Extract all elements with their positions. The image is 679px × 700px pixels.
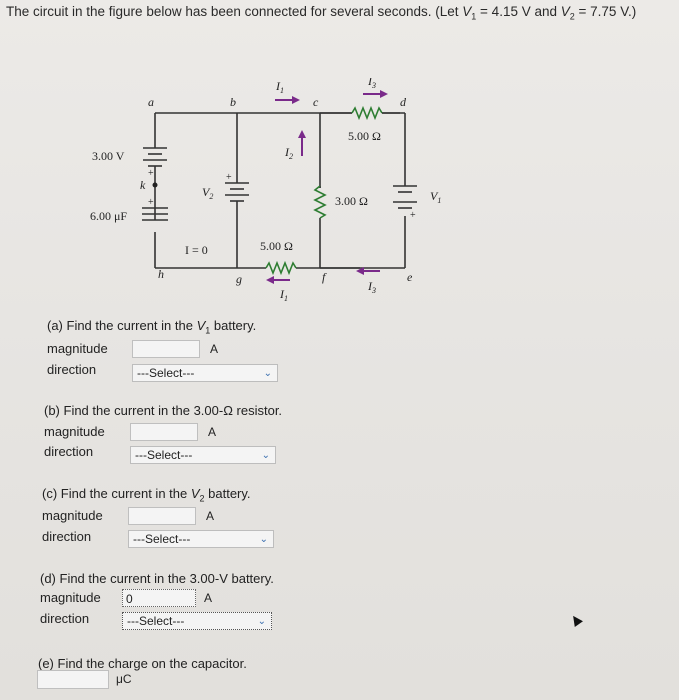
battery-v2-icon <box>225 182 249 202</box>
question-d-direction-select[interactable]: ---Select--- ⌄ <box>122 612 272 630</box>
question-b-magnitude-label: magnitude <box>44 424 105 439</box>
question-d-direction-label: direction <box>40 611 90 626</box>
node-g-label: g <box>236 272 242 286</box>
node-k-dot <box>152 182 158 188</box>
question-b-direction-label: direction <box>44 444 94 459</box>
question-b-unit: A <box>208 425 217 439</box>
resistor-top-label: 5.00 Ω <box>348 129 381 143</box>
node-c-label: c <box>313 95 319 109</box>
question-c-direction-label: direction <box>42 529 92 544</box>
question-a-unit: A <box>210 342 219 356</box>
chevron-down-icon: ⌄ <box>259 534 268 545</box>
circuit-diagram: a b c d e f g h k 3.00 V 6.00 μF V2 V1 I… <box>90 78 441 303</box>
v2-symbol: V <box>560 4 570 19</box>
i1-bottom-label: I1 <box>279 287 288 303</box>
node-k-label: k <box>140 178 146 192</box>
question-b-direction-select[interactable]: ---Select--- ⌄ <box>130 446 276 464</box>
resistor-right-icon <box>313 185 327 219</box>
i1-top-label: I1 <box>275 79 284 95</box>
i3-top-label: I3 <box>367 78 376 90</box>
chevron-down-icon: ⌄ <box>261 450 270 461</box>
v1-subscript: 1 <box>471 11 477 22</box>
question-c-direction-select[interactable]: ---Select--- ⌄ <box>128 530 274 548</box>
node-e-label: e <box>407 270 413 284</box>
plus-mark-v1: + <box>410 210 416 221</box>
question-a-direction-label: direction <box>47 362 97 377</box>
battery-3v-label: 3.00 V <box>92 149 125 163</box>
question-c-magnitude-label: magnitude <box>42 508 103 523</box>
problem-statement: The circuit in the figure below has been… <box>6 4 636 22</box>
v1-label: V1 <box>430 189 441 205</box>
node-h-label: h <box>158 267 164 281</box>
question-c-direction-value: ---Select--- <box>133 532 191 546</box>
v2-label: V2 <box>202 185 213 201</box>
plus-mark-3v: + <box>148 168 154 179</box>
i3-bottom-label: I3 <box>367 279 376 295</box>
node-f-label: f <box>322 270 327 284</box>
v1-symbol: V <box>462 4 472 19</box>
capacitor-icon <box>142 196 168 221</box>
question-e-unit: μC <box>116 672 132 686</box>
chevron-down-icon: ⌄ <box>257 616 266 627</box>
resistor-top-icon <box>351 105 405 121</box>
capacitor-label: 6.00 μF <box>90 209 127 223</box>
node-d-label: d <box>400 95 407 109</box>
question-a-direction-value: ---Select--- <box>137 366 195 380</box>
resistor-bottom-label: 5.00 Ω <box>260 239 293 253</box>
plus-mark-v2: + <box>226 172 232 183</box>
question-b-magnitude-input[interactable] <box>130 423 198 441</box>
v2-subscript: 2 <box>569 11 575 22</box>
question-d-direction-value: ---Select--- <box>127 614 185 628</box>
battery-v1-icon <box>393 185 417 209</box>
resistor-right-label: 3.00 Ω <box>335 194 368 208</box>
statement-text: The circuit in the figure below has been… <box>6 4 463 19</box>
question-d-magnitude-label: magnitude <box>40 590 101 605</box>
plus-mark-cap: + <box>148 197 154 208</box>
question-a-magnitude-input[interactable] <box>132 340 200 358</box>
node-a-label: a <box>148 95 154 109</box>
i-zero-label: I = 0 <box>185 243 208 257</box>
resistor-bottom-icon <box>265 260 297 276</box>
question-e-charge-input[interactable] <box>37 670 109 689</box>
question-b-direction-value: ---Select--- <box>135 448 193 462</box>
question-e-title: (e) Find the charge on the capacitor. <box>38 656 247 671</box>
question-d-unit: A <box>204 591 213 605</box>
v2-value: = 7.75 V.) <box>574 4 637 19</box>
v1-value: = 4.15 V and <box>476 4 561 19</box>
i2-label: I2 <box>284 145 293 161</box>
question-c-magnitude-input[interactable] <box>128 507 196 525</box>
question-b-title: (b) Find the current in the 3.00-Ω resis… <box>44 403 283 418</box>
node-b-label: b <box>230 95 236 109</box>
battery-3v-icon <box>143 147 167 167</box>
chevron-down-icon: ⌄ <box>263 368 272 379</box>
question-d-title: (d) Find the current in the 3.00-V batte… <box>40 571 274 586</box>
question-d-magnitude-input[interactable]: 0 <box>122 589 196 607</box>
question-a-direction-select[interactable]: ---Select--- ⌄ <box>132 364 278 382</box>
question-c-unit: A <box>206 509 215 523</box>
mouse-cursor-icon <box>569 613 583 627</box>
question-c-title: (c) Find the current in the V2 battery. <box>42 486 251 504</box>
question-a-magnitude-label: magnitude <box>47 341 108 356</box>
question-a-title: (a) Find the current in the V1 battery. <box>47 318 257 336</box>
